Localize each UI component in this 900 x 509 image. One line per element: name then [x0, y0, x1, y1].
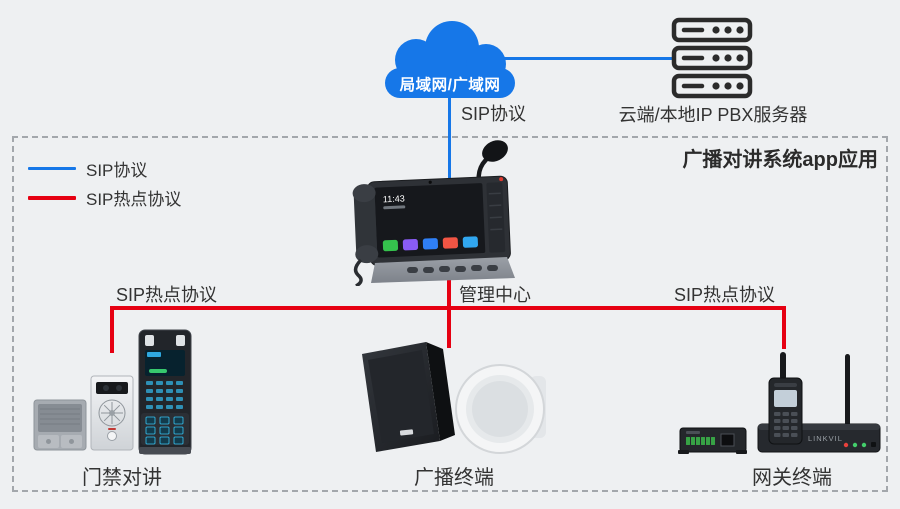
cloud-icon — [385, 21, 515, 98]
phone-app-icons — [382, 236, 478, 252]
sip-protocol-label: SIP协议 — [461, 104, 527, 124]
handset-icon — [352, 184, 379, 264]
base-keys — [407, 265, 498, 273]
gateway-device-icons: LINKVIL — [678, 352, 881, 454]
intercom-box-icon — [33, 399, 87, 451]
phone-screen-time: 11:43 — [383, 193, 405, 204]
sip-line-swatch — [28, 166, 76, 171]
door-group-label: 门禁对讲 — [82, 467, 162, 489]
intercom-console-icon: 11:43 — [352, 140, 515, 286]
handheld-radio-icon — [768, 377, 803, 445]
status-led — [499, 177, 504, 182]
base-station-brand: LINKVIL — [808, 434, 843, 443]
sip-hotspot-line-swatch — [28, 195, 76, 200]
gateway-box-icon — [678, 427, 747, 454]
management-center-label: 管理中心 — [459, 285, 531, 305]
ceiling-speaker-icon — [455, 364, 546, 454]
door-intercom-icons — [33, 329, 192, 455]
server-icon — [671, 17, 753, 99]
pbx-server-label: 云端/本地IP PBX服务器 — [618, 105, 808, 125]
broadcast-group-label: 广播终端 — [414, 467, 494, 489]
legend: SIP协议 SIP热点协议 — [28, 154, 181, 212]
right-protocol-label: SIP热点协议 — [674, 285, 776, 305]
wall-speaker-icon — [362, 342, 455, 452]
broadcast-speaker-icons — [362, 342, 546, 454]
base-antenna — [845, 354, 850, 426]
door-station-icon — [90, 375, 134, 451]
legend-label: SIP协议 — [86, 161, 148, 180]
sip-hotspot-line-right-drop — [782, 306, 786, 349]
left-protocol-label: SIP热点协议 — [116, 285, 218, 305]
handset-cord — [353, 258, 363, 286]
lan-wan-cloud: 局域网/广域网 — [380, 20, 520, 100]
video-door-phone-icon — [138, 329, 192, 455]
legend-item-sip: SIP协议 — [28, 154, 181, 183]
legend-label: SIP热点协议 — [86, 190, 182, 209]
diagram-title: 广播对讲系统app应用 — [682, 149, 878, 171]
sip-hotspot-line-left-drop — [110, 306, 114, 353]
legend-item-sip-hotspot: SIP热点协议 — [28, 183, 181, 212]
sip-line-horizontal — [502, 57, 674, 60]
sip-line-vertical — [448, 92, 451, 190]
lan-wan-label: 局域网/广域网 — [399, 77, 501, 94]
sip-hotspot-line-bus — [110, 306, 786, 310]
gateway-group-label: 网关终端 — [752, 467, 832, 489]
radio-antenna — [780, 352, 786, 380]
